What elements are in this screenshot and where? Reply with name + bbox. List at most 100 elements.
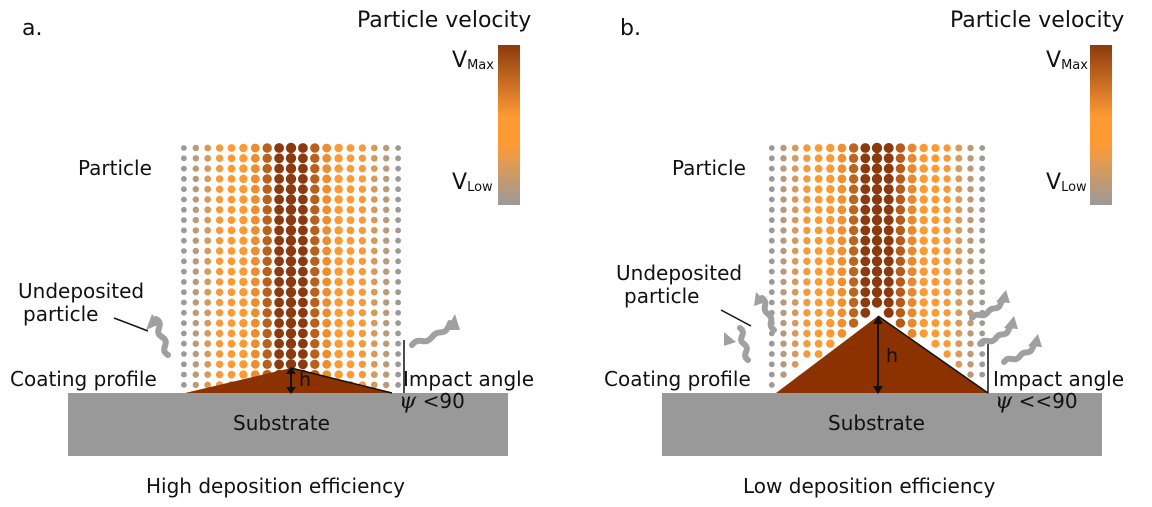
particle-dot: [837, 195, 847, 204]
particle-dot: [322, 256, 332, 266]
particle-dot: [204, 196, 212, 203]
particle-dot: [227, 267, 236, 276]
particle-dot: [262, 359, 272, 369]
particle-dot: [250, 349, 260, 359]
particle-dot: [346, 185, 355, 194]
particle-dot: [239, 185, 248, 194]
particle-dot: [955, 237, 963, 245]
particle-dot: [298, 163, 308, 174]
particle-dot: [395, 371, 401, 378]
particle-dot: [181, 320, 187, 326]
particle-dot: [346, 205, 355, 214]
particle-dot: [780, 289, 787, 296]
particle-dot: [919, 154, 928, 163]
particle-dot: [215, 340, 224, 348]
particle-dot: [907, 164, 917, 174]
particle-dot: [322, 246, 332, 256]
particle-dot: [370, 299, 378, 306]
particle-dot: [181, 299, 187, 306]
particle-dot: [768, 248, 775, 254]
particle-dot: [204, 237, 212, 245]
particle-dot: [262, 349, 272, 359]
particle-dot: [192, 206, 199, 213]
particle-dot: [181, 279, 187, 285]
particle-dot: [837, 256, 847, 266]
particle-dot: [967, 186, 974, 193]
particle-dot: [370, 247, 378, 255]
particle-dot: [955, 206, 963, 214]
particle-dot: [919, 257, 928, 266]
particle-dot: [907, 236, 917, 246]
panel-letter: a.: [22, 16, 43, 41]
particle-dot: [322, 349, 332, 359]
particle-dot: [322, 164, 332, 174]
particle-dot: [334, 288, 343, 297]
particle-dot: [227, 339, 236, 348]
particle-dot: [955, 340, 963, 348]
particle-dot: [239, 339, 248, 348]
particle-dot: [848, 143, 859, 153]
particle-dot: [955, 299, 963, 306]
particle-dot: [298, 287, 308, 298]
particle-dot: [791, 299, 799, 306]
particle-dot: [204, 299, 212, 306]
particle-dot: [780, 186, 787, 193]
impact-angle-value: ψ <<90: [995, 389, 1078, 414]
particle-dot: [871, 204, 883, 215]
particle-dot: [967, 278, 974, 286]
particle-dot: [907, 174, 917, 184]
particle-dot: [931, 247, 940, 255]
particle-dot: [907, 308, 917, 318]
particle-dot: [204, 350, 212, 358]
particle-dot: [979, 155, 986, 162]
particle-dot: [274, 153, 284, 164]
particle-dot: [370, 278, 378, 286]
particle-dot: [383, 361, 390, 368]
particle-dot: [768, 155, 775, 162]
particle-dot: [826, 195, 835, 204]
particle-dot: [955, 165, 963, 173]
particle-dot: [383, 299, 390, 306]
particle-dot: [967, 319, 974, 327]
particle-dot: [334, 215, 343, 225]
particle-dot: [979, 165, 986, 172]
particle-dot: [181, 361, 187, 368]
particle-dot: [395, 309, 401, 316]
particle-dot: [334, 257, 343, 266]
particle-dot: [395, 237, 401, 244]
particle-dot: [791, 309, 799, 317]
particle-dot: [395, 196, 401, 203]
particle-dot: [837, 205, 847, 215]
particle-dot: [955, 196, 963, 203]
particle-dot: [814, 195, 823, 204]
particle-dot: [955, 329, 963, 337]
particle-dot: [215, 154, 224, 162]
particle-dot: [298, 318, 308, 328]
particle-dot: [239, 226, 248, 235]
particle-dot: [310, 153, 320, 163]
particle-dot: [907, 195, 917, 204]
undeposited-particle-arrow: [977, 316, 1018, 347]
particle-dot: [848, 215, 859, 225]
velocity-colorbar: [1090, 45, 1112, 205]
particle-dot: [780, 309, 787, 316]
particle-dot: [250, 174, 260, 184]
particle-dot: [285, 194, 297, 205]
particle-dot: [346, 216, 355, 225]
particle-dot: [826, 277, 835, 287]
particle-dot: [943, 319, 951, 327]
particle-dot: [370, 154, 378, 162]
particle-dot: [931, 288, 940, 297]
particle-dot: [298, 307, 308, 318]
particle-dot: [334, 308, 343, 317]
particle-dot: [192, 299, 199, 306]
particle-dot: [895, 153, 906, 163]
particle-dot: [262, 318, 272, 328]
particle-dot: [967, 206, 974, 213]
particle-dot: [192, 350, 199, 358]
particle-dot: [931, 257, 940, 266]
particle-dot: [883, 297, 894, 308]
particle-dot: [192, 340, 199, 347]
particle-dot: [322, 329, 332, 338]
particle-dot: [358, 226, 367, 235]
